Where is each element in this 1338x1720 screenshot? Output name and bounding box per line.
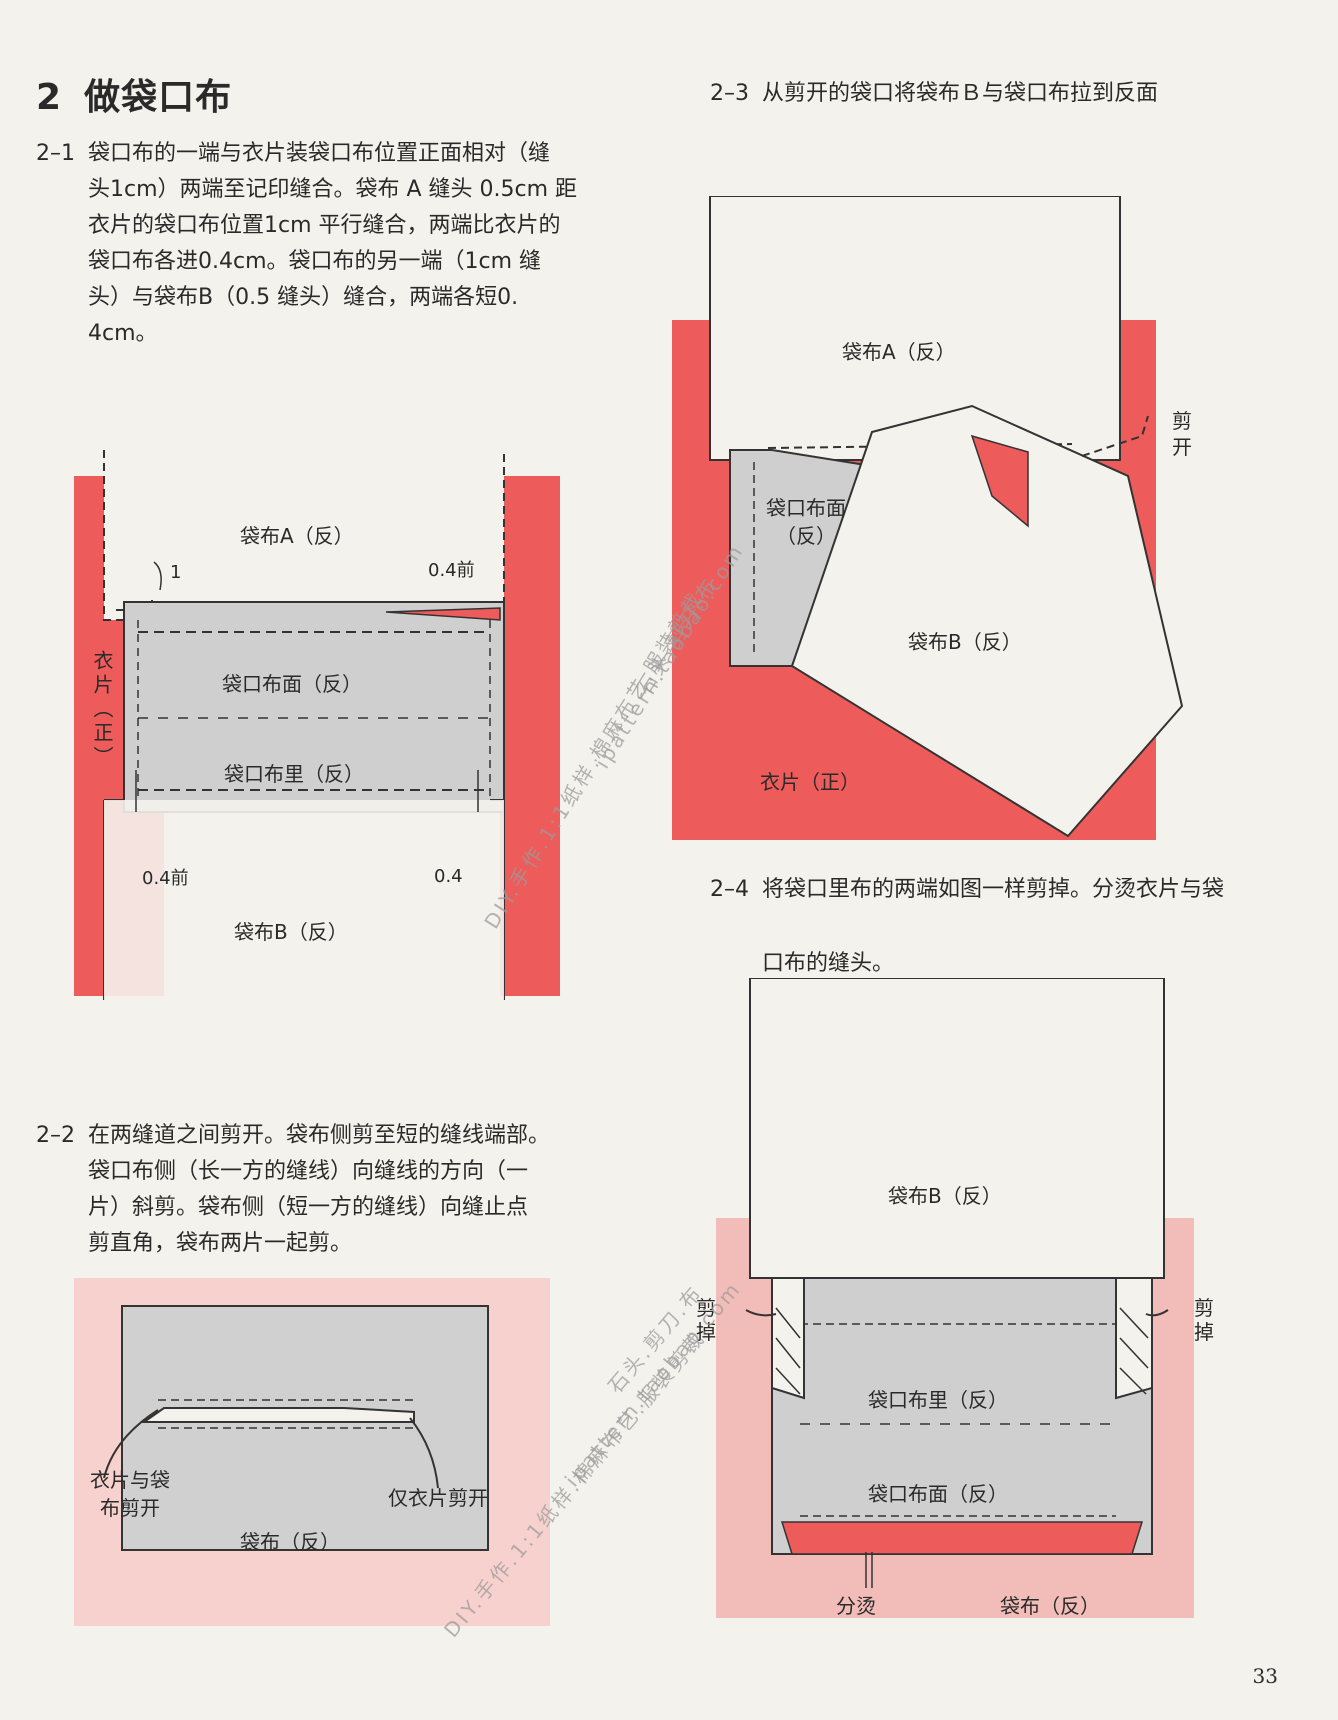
fig-2-1-dim-04-front-bottom: 0.4前 [142, 868, 189, 889]
leaders-cut-off [745, 1309, 1169, 1317]
step-2-1: 2–1 袋口布的一端与衣片装袋口布位置正面相对（缝 头1cm）两端至记印缝合。袋… [36, 136, 636, 366]
section-heading: 2 做袋口布 [36, 68, 232, 120]
leader-press-open [865, 1552, 873, 1588]
section-number: 2 [36, 77, 63, 118]
step-2-4-text-line1: 将袋口里布的两端如图一样剪掉。分烫衣片与袋 [762, 877, 1225, 902]
step-2-4-text-line2: 口布的缝头。 [762, 951, 895, 976]
figure-2-2 [74, 1278, 550, 1626]
step-2-1-label: 2–1 [36, 141, 75, 166]
step-2-2-text: 在两缝道之间剪开。袋布侧剪至短的缝线端部。 袋口布侧（长一方的缝线）向缝线的方向… [88, 1123, 551, 1256]
cut-off-left [771, 1277, 805, 1400]
fig-2-1-body-right-side: 衣片（正） [90, 650, 114, 770]
step-2-2-label: 2–2 [36, 1123, 75, 1148]
fig-2-1-dim-04-front-top: 0.4前 [428, 560, 475, 581]
figure-2-1 [74, 450, 560, 1000]
bag-a [709, 196, 1121, 461]
fig-2-4-press-open: 分烫 [836, 1594, 876, 1618]
fig-2-4-cut-off-right: 剪掉 [1194, 1296, 1214, 1344]
page-number: 33 [1252, 1664, 1278, 1688]
fig-2-1-bag-a: 袋布A（反） [240, 524, 354, 548]
fig-2-1-dim-04-bottom-right: 0.4 [434, 866, 463, 887]
fig-2-1-facing-back: 袋口布里（反） [224, 762, 364, 786]
fig-2-4-bag-b: 袋布B（反） [888, 1184, 1002, 1208]
body-red-right [500, 476, 560, 996]
step-2-4: 2–4 将袋口里布的两端如图一样剪掉。分烫衣片与袋 [710, 872, 1310, 912]
dim-arrow-1 [153, 561, 162, 591]
fig-2-4-bag: 袋布（反） [1000, 1594, 1100, 1618]
red-flap [970, 434, 1029, 528]
figure-2-3 [672, 196, 1184, 840]
facing [771, 1277, 1153, 1555]
leader-cut-both [103, 1409, 159, 1479]
section-title: 做袋口布 [84, 77, 233, 118]
fig-2-2-cut-body-only: 仅衣片剪开 [388, 1486, 488, 1510]
step-2-3: 2–3 从剪开的袋口将袋布Ｂ与袋口布拉到反面 [710, 76, 1310, 116]
press-open-seam [780, 1521, 1144, 1555]
bag-b [790, 404, 1184, 838]
fig-2-3-facing: 袋口布面 （反） [766, 496, 846, 548]
fig-2-1-facing-front: 袋口布面（反） [222, 672, 362, 696]
step-2-1-text: 袋口布的一端与衣片装袋口布位置正面相对（缝 头1cm）两端至记印缝合。袋布 A … [88, 141, 578, 346]
cut-off-right [1115, 1277, 1153, 1400]
step-2-3-text: 从剪开的袋口将袋布Ｂ与袋口布拉到反面 [762, 81, 1159, 106]
fig-2-3-bag-a: 袋布A（反） [842, 340, 956, 364]
figure-2-4 [716, 978, 1194, 1618]
fig-2-3-cut-open: 剪开 [1172, 409, 1192, 459]
step-2-3-label: 2–3 [710, 81, 749, 106]
fig-2-2-bag: 袋布（反） [240, 1530, 340, 1554]
step-2-2: 2–2 在两缝道之间剪开。袋布侧剪至短的缝线端部。 袋口布侧（长一方的缝线）向缝… [36, 1118, 646, 1268]
fig-2-4-cut-off-left: 剪掉 [696, 1296, 716, 1344]
fig-2-2-cut-both: 衣片与袋 布剪开 [90, 1468, 170, 1520]
fig-2-3-body-right-side: 衣片（正） [760, 770, 860, 794]
fig-2-4-facing-front: 袋口布面（反） [868, 1482, 1008, 1506]
bag-b-fill [104, 800, 504, 1000]
dim-arrows-bottom [135, 770, 479, 812]
bag-b [749, 978, 1165, 1279]
hatch-right [1119, 1307, 1149, 1395]
fig-2-1-dim-1: 1 [170, 562, 182, 583]
fig-2-4-facing-back: 袋口布里（反） [868, 1388, 1008, 1412]
red-flap [385, 607, 501, 621]
step-2-4-label: 2–4 [710, 877, 749, 902]
cut-slit [140, 1407, 415, 1423]
leader-cut-body [409, 1417, 439, 1489]
hatch-left [775, 1307, 801, 1395]
fig-2-3-bag-b: 袋布B（反） [908, 630, 1022, 654]
fig-2-1-bag-b: 袋布B（反） [234, 920, 348, 944]
